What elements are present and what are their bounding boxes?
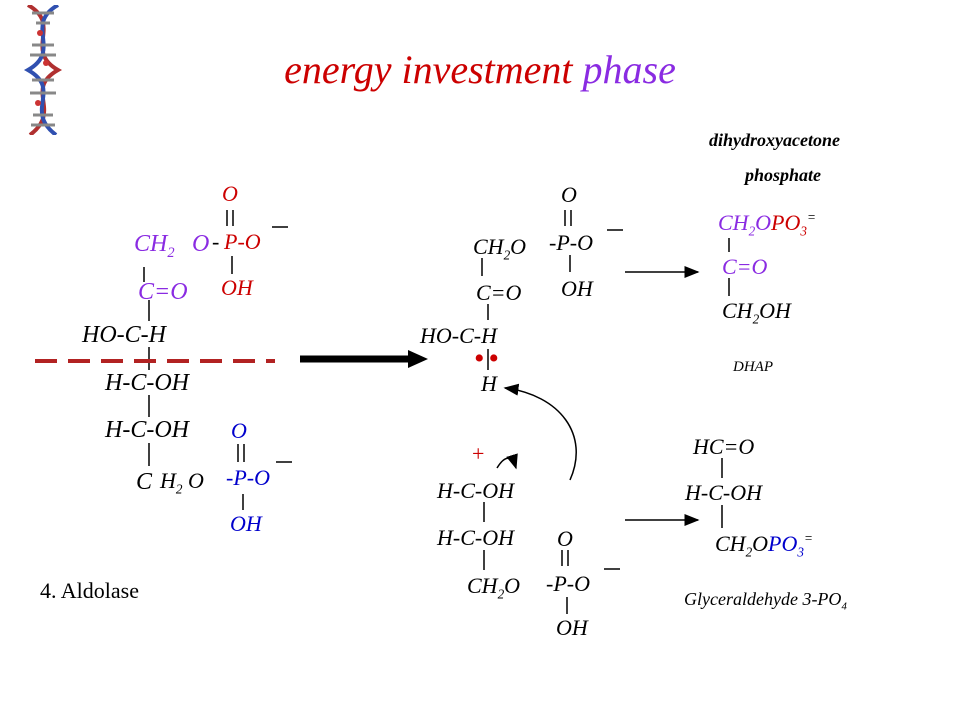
reactant-c3: HO-C-H [82,322,166,348]
reactant-c5: H-C-OH [105,417,189,443]
reactant-c6: H2 O [160,468,204,496]
g3p-c3-charge: = [803,530,813,546]
intermediate-bottom-c5: H-C-OH [437,525,514,550]
reactant-c1-ch: CH [134,231,168,257]
g3p-c3-sub2: 3 [797,544,804,560]
intermediate-top-phosphate-oh: OH [561,276,593,301]
dhap-c3-oh: OH [759,298,791,323]
reactant-c2: C=O [138,279,188,305]
title-part-1: energy investment [284,47,573,92]
intermediate-bottom-c6: CH2O [467,573,521,601]
intermediate-bottom-phosphate-oh: OH [556,615,588,640]
g3p-c3: CH2OPO3= [715,530,813,559]
intermediate-top-c1-ch: CH [473,234,504,259]
dhap-c1-ch: CH [718,210,749,235]
intermediate-top-c1: CH2O [473,234,527,262]
reactant-c1-dash: - [212,229,220,254]
intermediate-top-phosphate-o: O [561,182,577,207]
dhap-c3: CH2OH [722,298,791,326]
dhap-c1-sub: 2 [748,223,756,239]
intermediate-top-c3: HO-C-H [420,323,497,348]
g3p-c3-po: PO [768,531,798,556]
intermediate-bottom-c4: H-C-OH [437,478,514,503]
intermediate-bottom-c6-sub: 2 [497,586,505,602]
lone-pair-dots: •• [474,342,504,375]
reactant-bottom-phosphate-o: O [231,418,247,443]
reactant-bottom-phosphate-oh: OH [230,511,262,536]
intermediate-top-c2: C=O [476,280,522,305]
dhap-name-line2: phosphate [745,165,822,185]
intermediate-top-phosphate-p: -P-O [549,230,593,255]
reactant-top-phosphate-p: P-O [224,229,261,254]
dhap-c1-charge: = [806,209,816,225]
reactant-c6-sub: 2 [175,481,183,497]
intermediate-top-h: H [481,371,497,396]
reactant-top-phosphate-o: O [222,181,238,206]
intermediate-bottom-c6-ch: CH [467,573,498,598]
dna-helix-icon [23,5,63,135]
reactant-bottom-phosphate-p: -P-O [226,465,270,490]
dhap-c3-ch: CH [722,298,753,323]
dhap-c1-sub2: 3 [800,223,807,239]
g3p-c2: H-C-OH [685,480,762,505]
g3p-name-text: Glyceraldehyde 3-PO [684,589,842,609]
reactant-c1-o: O [192,231,210,257]
reactant-c1-sub: 2 [167,244,175,261]
enzyme-label: 4. Aldolase [40,578,139,603]
g3p-name-sub: 4 [841,600,847,613]
dhap-name-line1: dihydroxyacetone [709,130,840,150]
g3p-c3-ch: CH [715,531,746,556]
reactant-c4: H-C-OH [105,370,189,396]
page-title: energy investment phase [0,50,960,90]
dhap-abbrev: DHAP [733,359,773,375]
intermediate-top-c1-sub: 2 [503,247,511,263]
dhap-c1-o: O [755,210,772,235]
reactant-c6-o: O [187,468,204,493]
dhap-c2: C=O [722,254,768,279]
g3p-c3-sub: 2 [745,544,753,560]
dhap-c1: CH2OPO3= [718,209,816,238]
reactant-top-phosphate-oh: OH [221,275,253,300]
g3p-c1: HC=O [693,434,755,459]
g3p-name: Glyceraldehyde 3-PO4 [684,589,847,612]
g3p-c3-o: O [752,531,769,556]
dhap-c3-sub: 2 [752,311,760,327]
intermediate-bottom-c6-o: O [504,573,521,598]
title-part-2: phase [582,47,676,92]
reactant-c1: CH2 [134,231,175,260]
intermediate-bottom-phosphate-p: -P-O [546,571,590,596]
reactant-c6-c: C [136,469,153,495]
intermediate-bottom-phosphate-o: O [557,526,573,551]
intermediate-top-c1-o: O [510,234,527,259]
plus-charge: + [472,441,485,466]
reactant-c6-h: H [160,468,176,493]
dhap-c1-po: PO [771,210,801,235]
